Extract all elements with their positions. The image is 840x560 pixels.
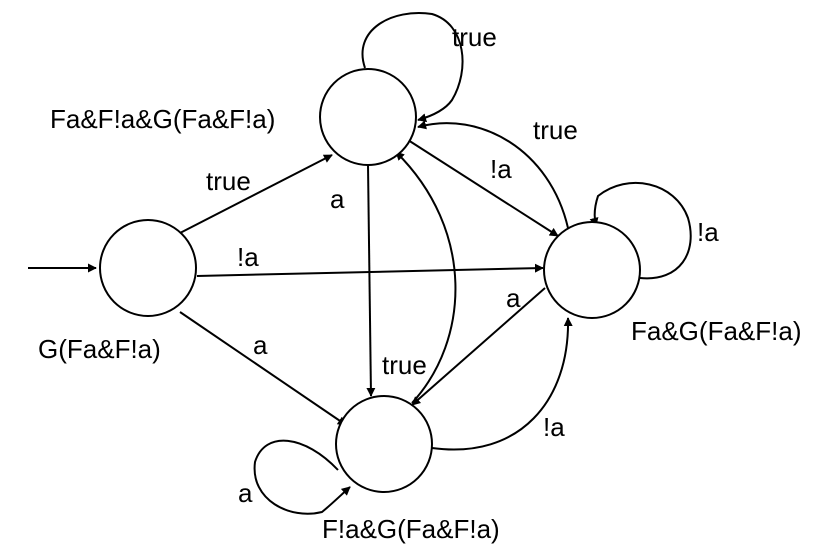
edge-label-s0-s2: !a bbox=[237, 242, 259, 272]
state-label-s0: G(Fa&F!a) bbox=[38, 334, 161, 364]
edge-s1-s3 bbox=[366, 164, 376, 397]
state-s1 bbox=[319, 68, 417, 166]
edge-label-s1-s3: a bbox=[330, 184, 345, 214]
edge-label-s3-s1: true bbox=[382, 350, 427, 380]
edge-label-s0-s3: a bbox=[253, 330, 268, 360]
edge-s1-s2 bbox=[407, 139, 559, 237]
state-label-s3: F!a&G(Fa&F!a) bbox=[322, 514, 500, 544]
edge-label-s2-s3: a bbox=[506, 283, 521, 313]
state-s0 bbox=[99, 219, 197, 317]
edge-s2-s1 bbox=[417, 120, 569, 229]
edge-label-s0-s1: true bbox=[206, 166, 251, 196]
edge-s0-s3 bbox=[179, 311, 347, 426]
edge-label-s1-self: true bbox=[452, 22, 497, 52]
state-s2 bbox=[543, 221, 641, 319]
edge-s3-s1 bbox=[395, 151, 457, 404]
state-label-s1: Fa&F!a&G(Fa&F!a) bbox=[50, 104, 275, 134]
edge-s2-s3 bbox=[411, 287, 546, 406]
edge-label-s1-s2: !a bbox=[490, 154, 512, 184]
edge-label-s3-s2: !a bbox=[543, 412, 565, 442]
state-s3 bbox=[335, 395, 433, 493]
edge-s0-s1 bbox=[179, 154, 333, 234]
self-loop-s2 bbox=[589, 182, 692, 280]
edge-s3-s2 bbox=[431, 317, 573, 451]
edge-label-s2-self: !a bbox=[697, 217, 719, 247]
edge-label-s2-s1: true bbox=[533, 115, 578, 145]
state-label-s2: Fa&G(Fa&F!a) bbox=[631, 316, 801, 346]
edge-label-s3-self: a bbox=[238, 478, 253, 508]
self-loop-s1 bbox=[361, 12, 464, 123]
self-loop-s3 bbox=[253, 439, 351, 515]
